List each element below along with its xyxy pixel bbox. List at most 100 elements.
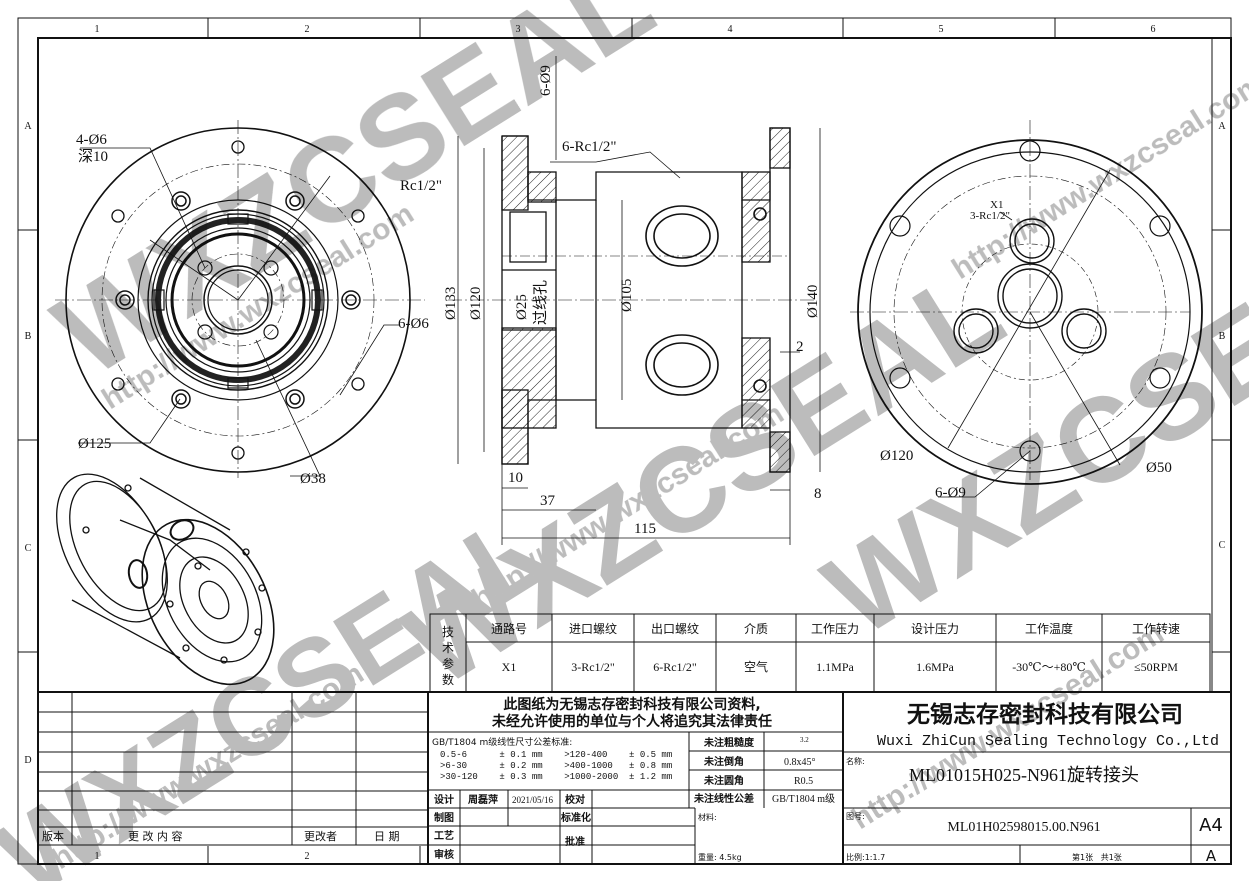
- company-name-cn: 无锡志存密封科技有限公司: [907, 701, 1183, 727]
- draw-label: 制图: [434, 811, 454, 824]
- front-view-labels: 4-Ø6 深10 Rc1/2" 6-Ø6 Ø125 Ø38: [76, 132, 442, 487]
- label-6-rc: 6-Rc1/2": [562, 139, 616, 155]
- param-value-7: ≤50RPM: [1134, 660, 1178, 674]
- approve-label: 批准: [565, 835, 585, 848]
- scale-text: 比例:1:1.7: [846, 852, 885, 862]
- paper-size: A4: [1199, 815, 1223, 836]
- material-label: 材料:: [698, 812, 717, 822]
- label-6-hole: 6-Ø6: [398, 316, 429, 332]
- param-value-2: 6-Rc1/2": [653, 660, 697, 674]
- param-value-6: -30℃～+80℃: [1012, 660, 1086, 674]
- isometric-view: [56, 473, 275, 686]
- rev-col-changer: 更改者: [304, 829, 337, 843]
- title-block-lines: [38, 691, 1231, 864]
- rev-col-version: 版本: [42, 829, 64, 843]
- label-depth: 深10: [78, 148, 108, 165]
- watermark-brand-1: WXZCSEAL: [33, 0, 675, 402]
- watermark-url-4: http://www.wxzcseal.com: [946, 67, 1249, 286]
- param-side-4: 数: [442, 672, 454, 687]
- design-label: 设计: [434, 793, 454, 806]
- label-dim-115: 115: [634, 521, 656, 537]
- roughness-label: 未注粗糙度: [703, 736, 755, 749]
- revision-block: 版本 更 改 内 容 更改者 日 期: [42, 829, 400, 843]
- zone-row-b: B: [25, 331, 32, 342]
- label-dim-8: 8: [814, 486, 822, 502]
- param-side-2: 术: [442, 641, 454, 655]
- param-header-3: 介质: [744, 622, 768, 636]
- rev-col-content: 更 改 内 容: [128, 829, 183, 843]
- notice-block: 此图纸为无锡志存密封科技有限公司资料, 未经允许使用的单位与个人将追究其法律责任: [492, 696, 772, 730]
- param-header-6: 工作温度: [1025, 621, 1073, 636]
- label-x1-thread: 3-Rc1/2": [970, 210, 1010, 222]
- label-dia-125: Ø125: [78, 436, 111, 452]
- zone-col-6: 6: [1151, 24, 1156, 35]
- zone-row-a-right: A: [1218, 121, 1226, 132]
- check-label: 校对: [565, 793, 585, 806]
- param-header-7: 工作转速: [1132, 621, 1180, 636]
- fillet-label: 未注圆角: [703, 774, 744, 787]
- param-side-3: 参: [442, 656, 454, 671]
- zone-row-c: C: [25, 543, 32, 554]
- label-rc-thread: Rc1/2": [400, 178, 442, 194]
- designer-name: 周磊萍: [468, 793, 498, 806]
- zone-letter: A: [1206, 847, 1217, 865]
- zone-col-3: 3: [516, 24, 521, 35]
- label-d120: Ø120: [468, 287, 484, 320]
- label-thru-hole: 过线孔: [532, 280, 549, 325]
- standardize-label: 标准化: [560, 811, 591, 824]
- parameter-table-text: 技 术 参 数 通路号 进口螺纹 出口螺纹 介质 工作压力 设计压力 工作温度 …: [442, 621, 1180, 687]
- zone-labels: 1 2 3 4 5 6 1 2 A B C D A B C: [24, 24, 1226, 862]
- zone-col-2: 2: [305, 24, 310, 35]
- label-d25: Ø25: [514, 294, 530, 320]
- sheet-count: 第1张 共1张: [1072, 852, 1122, 862]
- chamfer-label: 未注倒角: [703, 755, 744, 768]
- zone-col-4: 4: [728, 24, 733, 35]
- notice-line-1: 此图纸为无锡志存密封科技有限公司资料,: [503, 696, 760, 713]
- sheet-frame: [17, 17, 1232, 865]
- zone-row-b-right: B: [1219, 331, 1226, 342]
- label-d133: Ø133: [443, 287, 459, 320]
- linear-tol-label: 未注线性公差: [693, 792, 754, 805]
- param-value-1: 3-Rc1/2": [571, 660, 615, 674]
- drawing-number: ML01H02598015.00.N961: [947, 820, 1100, 835]
- zone-col-2-bottom: 2: [305, 851, 310, 862]
- param-header-5: 设计压力: [911, 622, 959, 636]
- company-block: 无锡志存密封科技有限公司 Wuxi ZhiCun Sealing Technol…: [846, 701, 1223, 865]
- rev-col-date: 日 期: [374, 830, 400, 843]
- end-view: [850, 120, 1203, 498]
- chamfer-value: 0.8x45°: [784, 757, 816, 768]
- approval-block: 设计 周磊萍 2021/05/16 校对 制图 标准化 工艺 批准 审核: [434, 793, 591, 861]
- label-end-d50: Ø50: [1146, 460, 1172, 476]
- spec-block: 未注粗糙度 3.2 未注倒角 0.8x45° 未注圆角 R0.5 未注线性公差 …: [693, 736, 835, 862]
- label-6-d9-top: 6-Ø9: [538, 65, 554, 96]
- zone-col-1-bottom: 1: [95, 851, 100, 862]
- param-header-1: 进口螺纹: [569, 622, 617, 636]
- param-side-1: 技: [442, 625, 454, 639]
- param-value-5: 1.6MPa: [916, 660, 954, 674]
- zone-row-a: A: [24, 121, 32, 132]
- param-header-2: 出口螺纹: [651, 622, 699, 636]
- linear-tol-value: GB/T1804 m级: [772, 793, 835, 805]
- weight-text: 重量: 4.5kg: [698, 852, 742, 862]
- label-d105: Ø105: [619, 279, 635, 312]
- review-label: 审核: [434, 848, 454, 861]
- param-value-4: 1.1MPa: [816, 660, 854, 674]
- label-end-d120: Ø120: [880, 448, 913, 464]
- label-d140: Ø140: [805, 285, 821, 318]
- tolerance-title: GB/T1804 m级线性尺寸公差标准:: [432, 736, 572, 748]
- company-name-en: Wuxi ZhiCun Sealing Technology Co.,Ltd: [877, 733, 1219, 750]
- part-name: ML01015H025-N961旋转接头: [909, 765, 1139, 785]
- zone-col-5: 5: [939, 24, 944, 35]
- tolerance-row-2: >6-30 ± 0.2 mm >400-1000 ± 0.8 mm: [440, 761, 672, 771]
- zone-col-1: 1: [95, 24, 100, 35]
- label-dim-2: 2: [796, 339, 804, 355]
- tolerance-row-1: 0.5-6 ± 0.1 mm >120-400 ± 0.5 mm: [440, 750, 672, 760]
- end-view-labels: X1 3-Rc1/2" Ø120 Ø50 6-Ø9: [880, 199, 1172, 501]
- zone-row-c-right: C: [1219, 540, 1226, 551]
- process-label: 工艺: [434, 829, 454, 842]
- section-view: [448, 56, 821, 545]
- label-dim-37: 37: [540, 493, 556, 509]
- label-4-hole: 4-Ø6: [76, 132, 107, 148]
- design-date: 2021/05/16: [512, 795, 554, 805]
